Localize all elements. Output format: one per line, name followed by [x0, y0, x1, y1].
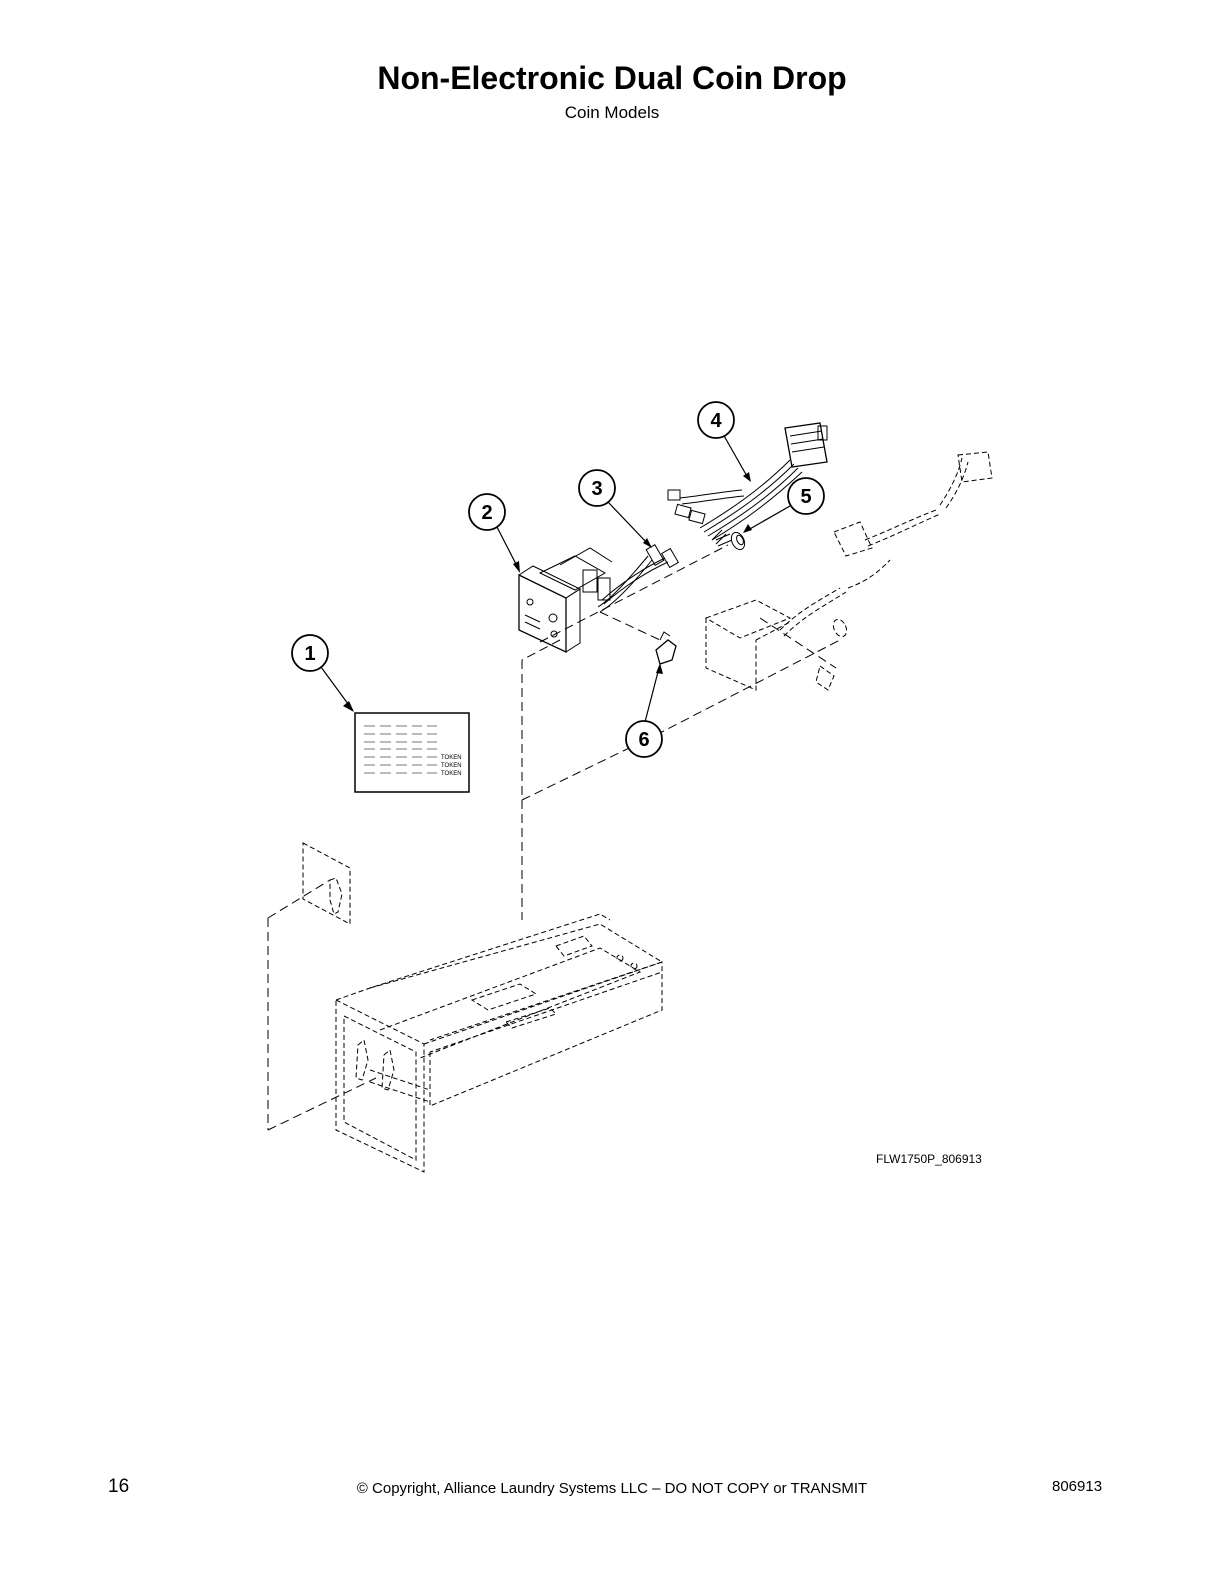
main-wire-harness	[667, 422, 828, 545]
decal-token-text-2: TOKEN	[441, 763, 462, 769]
callout-circle-2	[468, 493, 506, 531]
page-title: Non-Electronic Dual Coin Drop	[377, 60, 847, 96]
coin-decal-label: TOKEN TOKEN TOKEN	[354, 712, 470, 793]
decal-token-text-1: TOKEN	[441, 755, 462, 761]
guide-lines	[267, 544, 841, 1131]
grommet	[715, 531, 746, 551]
callout-circle-3	[578, 469, 616, 507]
page-number: 16	[108, 1476, 130, 1497]
coin-switch-clip	[655, 631, 677, 665]
copyright-notice: © Copyright, Alliance Laundry Systems LL…	[356, 1480, 868, 1497]
callout-leaders	[320, 433, 791, 723]
callout-label-6: 6	[638, 729, 649, 751]
callout-circle-4	[697, 401, 735, 439]
cabinet-chassis-reference	[302, 842, 664, 1173]
mounting-box-reference	[704, 451, 993, 691]
callout-label-4: 4	[710, 410, 722, 432]
decal-token-text-3: TOKEN	[441, 771, 462, 777]
callout-circle-5	[787, 477, 825, 515]
callout-arrowheads	[343, 472, 752, 712]
callout-label-3: 3	[591, 478, 602, 500]
callout-circle-6	[625, 720, 663, 758]
callout-label-2: 2	[481, 502, 492, 524]
callout-label-1: 1	[304, 643, 315, 665]
document-number: 806913	[1052, 1478, 1103, 1495]
coin-drop-bracket	[518, 547, 613, 654]
figure-id: FLW1750P_806913	[876, 1152, 982, 1166]
callout-label-5: 5	[800, 486, 811, 508]
callout-circle-1	[291, 634, 329, 672]
page-subtitle: Coin Models	[564, 103, 660, 122]
callout-circles	[291, 401, 825, 758]
